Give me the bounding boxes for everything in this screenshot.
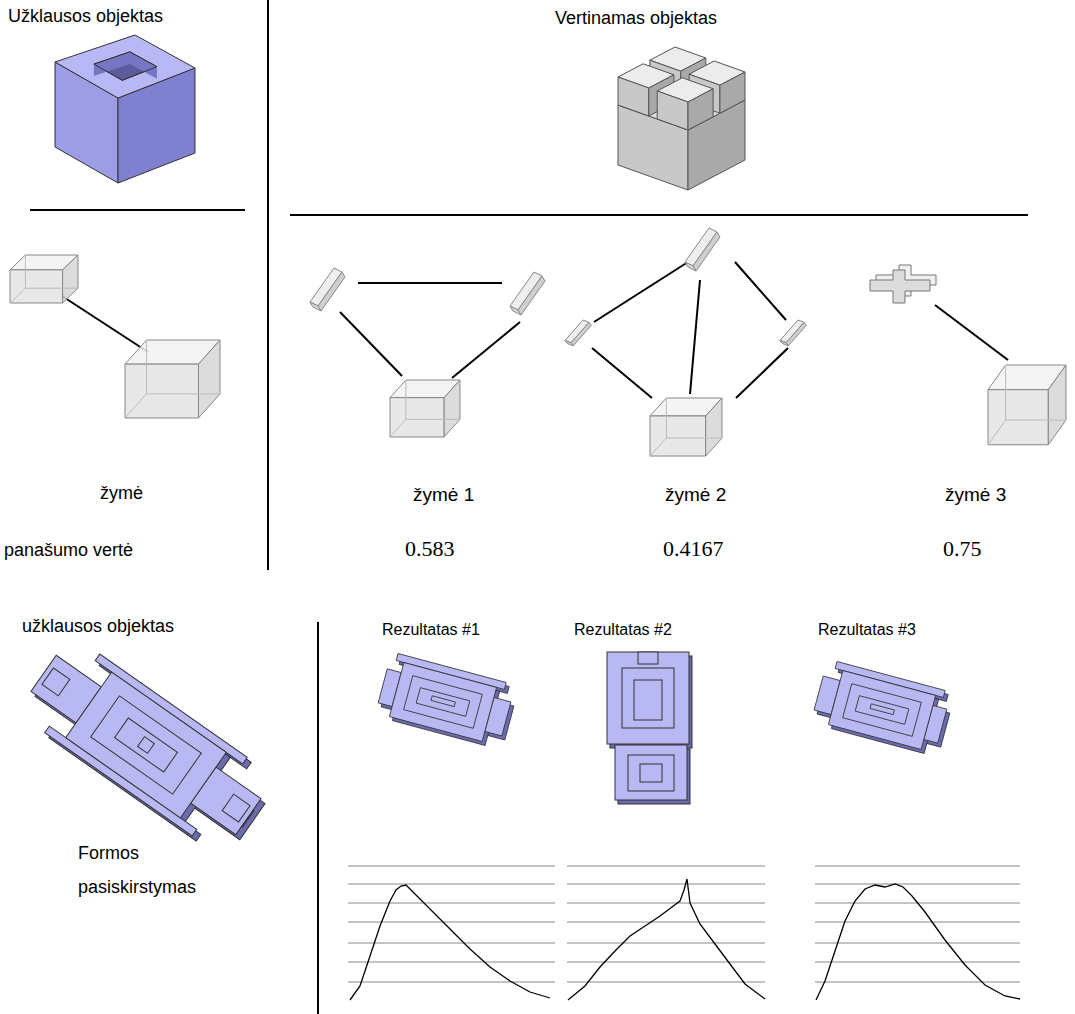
art-line (348, 982, 555, 983)
art-polyline (816, 884, 1020, 1000)
result-heading: Rezultatas #2 (574, 620, 672, 639)
art-use (650, 398, 722, 456)
art-line (340, 312, 402, 376)
art-line (592, 348, 652, 398)
art-use (685, 228, 720, 271)
art-line (815, 866, 1020, 867)
panel-heading: Užklausos objektas (8, 6, 163, 28)
art-line (358, 282, 502, 284)
art-polyline (350, 885, 550, 1000)
art-line (815, 943, 1020, 944)
result-part-2 (607, 652, 692, 804)
art-line (317, 622, 319, 1014)
art-use (16, 634, 276, 856)
query-cube (55, 35, 195, 183)
art-line (690, 280, 700, 394)
art-use (375, 652, 515, 746)
result-heading: Rezultatas #3 (818, 620, 916, 639)
art-line (815, 962, 1020, 963)
art-line (736, 348, 788, 398)
art-line (567, 962, 765, 963)
art-line (815, 982, 1020, 983)
graph-nodes-art (10, 228, 1066, 456)
art-line (815, 884, 1020, 885)
art-polygon (870, 270, 930, 303)
art-polygon (720, 72, 745, 113)
query-part (16, 634, 280, 861)
art-line (567, 982, 765, 983)
art-line (594, 262, 688, 322)
art-line (815, 922, 1020, 923)
chart-grid (348, 866, 1020, 982)
art-line (62, 296, 148, 352)
art-use (607, 652, 689, 800)
art-line (935, 305, 1008, 360)
result-part-3 (811, 659, 954, 757)
graph-label: žymė 2 (665, 484, 726, 507)
separator-lines (30, 0, 1028, 1014)
art-polygon (94, 52, 157, 80)
art-line (348, 962, 555, 963)
art-line (567, 943, 765, 944)
art-line (348, 943, 555, 944)
similarity-value: 0.4167 (663, 536, 724, 562)
art-line (735, 262, 786, 320)
art-line (567, 884, 765, 885)
art-use (10, 255, 78, 303)
art-use (565, 320, 591, 346)
art-line (567, 866, 765, 867)
art-polyline (568, 879, 765, 1000)
art-use (510, 272, 545, 315)
art-polygon (55, 35, 195, 98)
art-line (30, 209, 245, 211)
art-polygon (657, 91, 688, 130)
result-part-1 (375, 652, 518, 750)
art-use (811, 659, 951, 753)
cross-shape (870, 265, 936, 303)
art-line (452, 322, 520, 378)
art-line (567, 922, 765, 923)
art-line (348, 866, 555, 867)
panel-heading: užklausos objektas (22, 616, 174, 638)
art-line (348, 922, 555, 923)
graph-label: žymė 1 (413, 484, 474, 507)
art-line (267, 0, 269, 570)
panel-heading: Vertinamas objektas (555, 8, 717, 30)
row-heading: Formos pasiskirstymas (78, 836, 228, 904)
art-use (988, 365, 1066, 445)
result-heading: Rezultatas #1 (382, 620, 480, 639)
graph-label: žymė 3 (945, 484, 1006, 507)
art-polygon (94, 52, 157, 79)
art-use (780, 320, 806, 346)
art-line (290, 214, 1028, 216)
graph-label: žymė (100, 483, 143, 505)
art-use (310, 268, 345, 311)
evaluated-object (618, 47, 745, 190)
art-line (567, 903, 765, 904)
distribution-curves (350, 879, 1020, 1000)
art-use (390, 380, 460, 437)
art-polygon (94, 52, 157, 80)
art-line (348, 903, 555, 904)
art-polygon (688, 89, 713, 130)
art-use (125, 340, 220, 418)
similarity-value: 0.583 (405, 536, 455, 562)
art-polygon (618, 77, 649, 116)
row-heading: panašumo vertė (4, 540, 133, 562)
similarity-value: 0.75 (943, 536, 982, 562)
art-line (348, 884, 555, 885)
